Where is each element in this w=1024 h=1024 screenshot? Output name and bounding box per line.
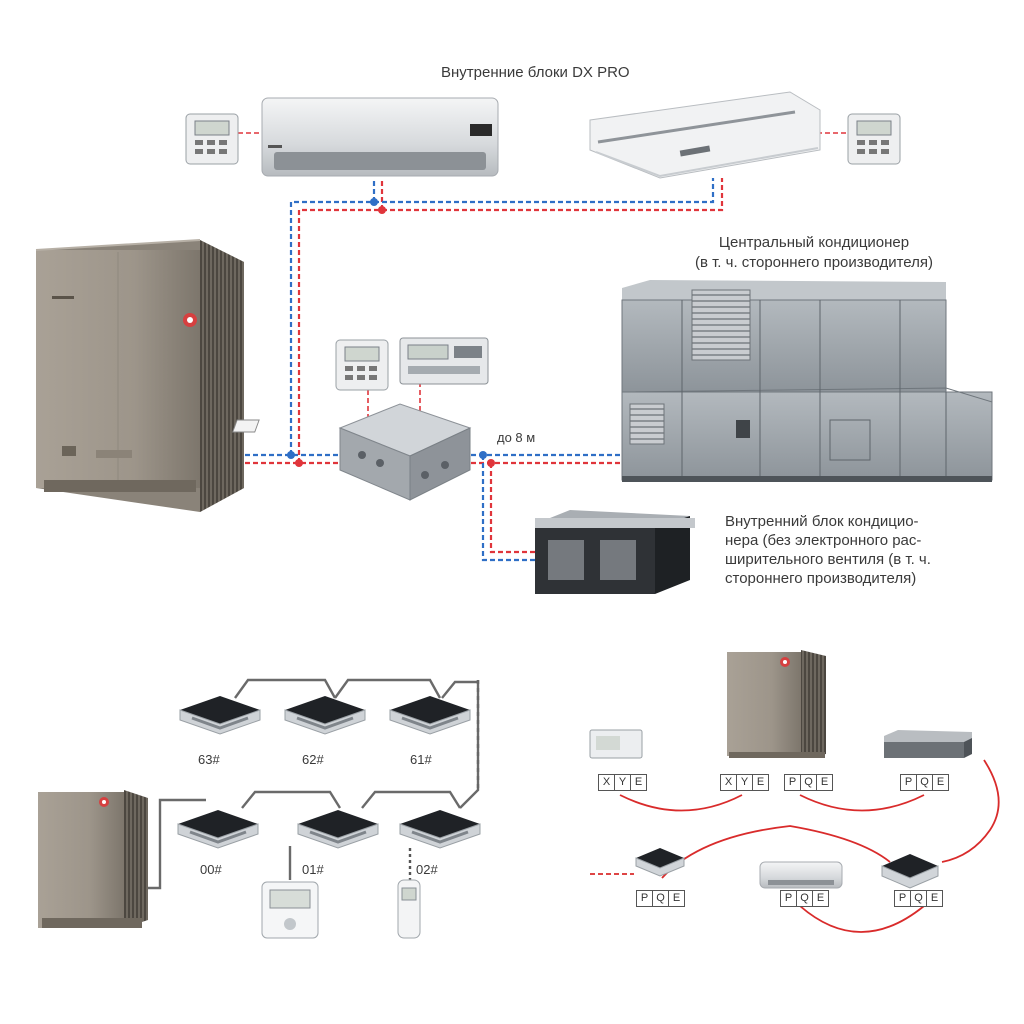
central-controller-panel <box>399 337 489 385</box>
wall-mounted-indoor-unit <box>261 97 499 177</box>
wired-controller-left <box>185 113 239 165</box>
liquid-pipe-duct <box>489 463 535 554</box>
gas-pipe-up <box>289 180 376 455</box>
duct-unit-small <box>884 730 972 758</box>
wired-controller-box <box>335 339 389 391</box>
outdoor-unit-small <box>38 790 148 928</box>
unit-id-62: 62# <box>302 752 324 767</box>
cassette-unit-right-b <box>881 854 939 889</box>
ducted-unit-label: Внутренний блок кондицио- нера (без элек… <box>725 512 995 588</box>
indoor-units-title: Внутренние блоки DX PRO <box>441 64 630 81</box>
central-controller-small <box>589 729 643 759</box>
wall-unit-right <box>759 861 843 889</box>
ducted-unit-label-line3: ширительного вентиля (в т. ч. <box>725 551 931 568</box>
unit-id-00: 00# <box>200 862 222 877</box>
ahu-label-line2: (в т. ч. стороннего производителя) <box>694 254 934 271</box>
outdoor-unit-large <box>35 239 244 512</box>
ahu-label-line1: Центральный кондиционер <box>718 234 910 251</box>
ceiling-indoor-unit <box>589 91 821 179</box>
gas-pipe-duct <box>481 455 535 562</box>
wired-controller-bottom <box>261 881 319 939</box>
ducted-unit-label-line4: стороннего производителя) <box>725 570 917 587</box>
wired-controller-right <box>847 113 901 165</box>
cassette-unit-right-a <box>635 848 685 877</box>
gas-pipe-ceiling <box>374 178 715 204</box>
central-air-handling-unit <box>621 280 993 482</box>
unit-id-61: 61# <box>410 752 432 767</box>
ducted-unit-label-line2: нера (без электронного рас- <box>725 532 922 549</box>
distance-label: до 8 м <box>497 430 536 445</box>
refrigerant-pipes <box>237 132 848 562</box>
unit-id-63: 63# <box>198 752 220 767</box>
unit-id-01: 01# <box>302 862 324 877</box>
ahu-label: Центральный кондиционер (в т. ч. сторонн… <box>640 233 988 273</box>
cassette-bus-chain <box>145 678 480 890</box>
liquid-pipe-ceiling <box>382 178 724 212</box>
ducted-indoor-unit <box>535 510 695 594</box>
pipe-junctions <box>287 198 495 467</box>
communication-bus-red <box>590 759 1000 933</box>
outdoor-unit-right <box>727 650 826 758</box>
cassette-units-top-row <box>179 696 471 735</box>
wireless-remote <box>397 879 421 939</box>
unit-id-02: 02# <box>416 862 438 877</box>
cassette-units-bottom-row <box>177 810 481 849</box>
ducted-unit-label-line1: Внутренний блок кондицио- <box>725 513 919 530</box>
branch-box <box>232 403 472 501</box>
